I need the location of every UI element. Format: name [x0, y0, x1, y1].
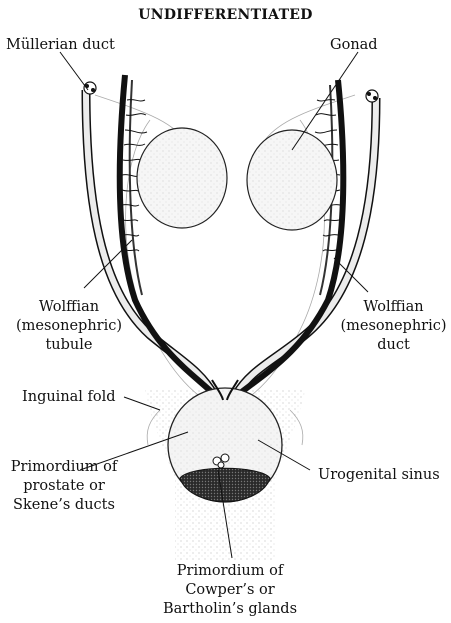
label-urogenital-sinus: Urogenital sinus	[318, 466, 440, 485]
left-gonad	[137, 128, 227, 228]
right-wolffian-duct	[234, 80, 343, 398]
right-gonad	[247, 130, 337, 230]
label-primordium-prostate: Primordium of prostate or Skene’s ducts	[2, 458, 126, 515]
label-wolffian-duct: Wolffian (mesonephric) duct	[336, 298, 451, 355]
left-wolffian-duct	[120, 75, 218, 398]
label-mullerian-duct: Müllerian duct	[6, 36, 115, 55]
label-primordium-cowper: Primordium of Cowper’s or Bartholin’s gl…	[140, 562, 320, 619]
diagram-title: UNDIFFERENTIATED	[0, 6, 451, 25]
label-inguinal-fold: Inguinal fold	[22, 388, 116, 407]
label-wolffian-tubule: Wolffian (mesonephric) tubule	[14, 298, 124, 355]
label-gonad: Gonad	[330, 36, 378, 55]
urogenital-sinus	[168, 388, 282, 502]
